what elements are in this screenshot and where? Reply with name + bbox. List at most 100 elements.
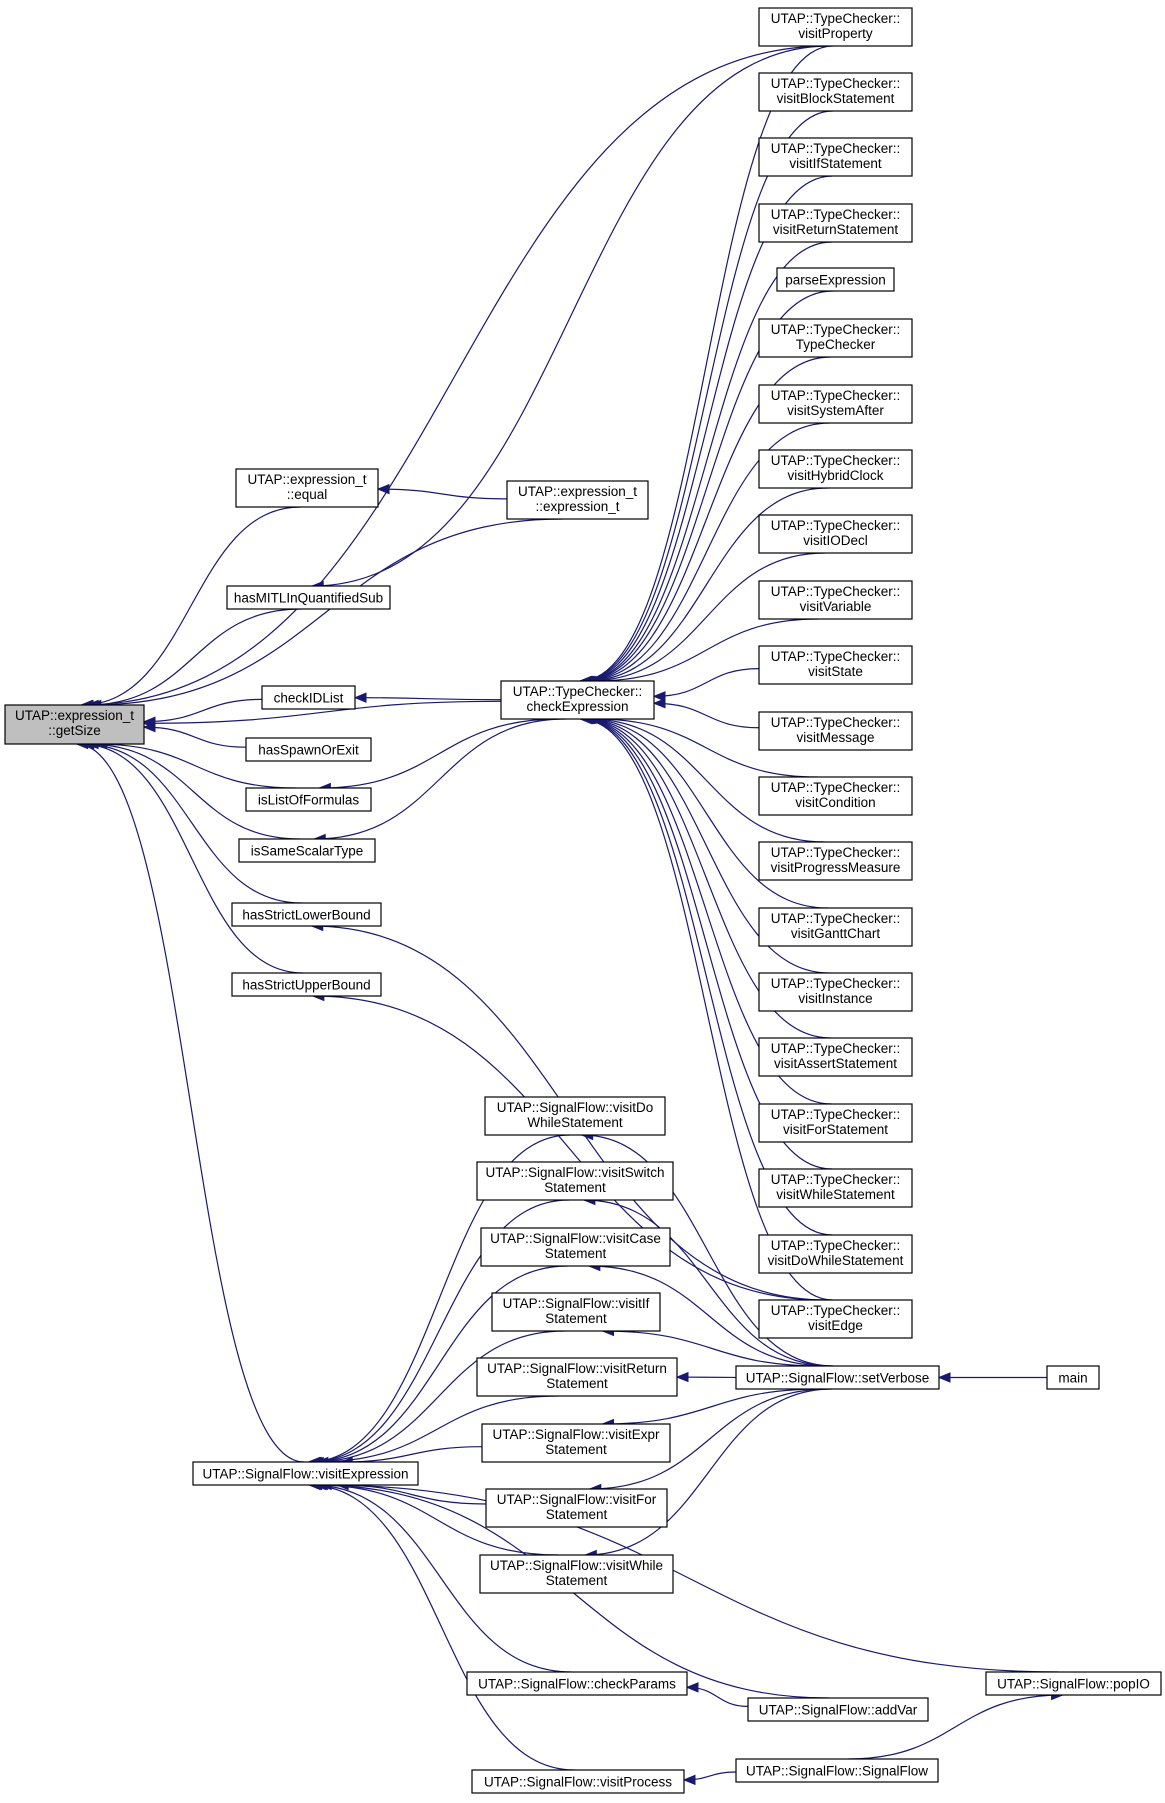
- node-box[interactable]: [235, 468, 379, 508]
- node-sf_addVar[interactable]: UTAP::SignalFlow::addVar: [747, 1697, 929, 1722]
- node-tc_visitInstance[interactable]: UTAP::TypeChecker::visitInstance: [758, 972, 913, 1012]
- node-box[interactable]: [758, 1168, 913, 1208]
- node-box[interactable]: [238, 838, 376, 863]
- node-label: visitGanttChart: [791, 926, 881, 941]
- node-box[interactable]: [758, 1234, 913, 1274]
- node-box[interactable]: [245, 787, 372, 812]
- node-box[interactable]: [758, 776, 913, 816]
- node-tc_visitProperty[interactable]: UTAP::TypeChecker::visitProperty: [758, 7, 913, 47]
- node-sf_visitReturn[interactable]: UTAP::SignalFlow::visitReturnStatement: [476, 1357, 678, 1397]
- node-tc_visitIfStatement[interactable]: UTAP::TypeChecker::visitIfStatement: [758, 137, 913, 177]
- node-box[interactable]: [758, 1299, 913, 1339]
- node-box[interactable]: [485, 1488, 668, 1528]
- node-box[interactable]: [758, 318, 913, 358]
- node-tc_TypeChecker[interactable]: UTAP::TypeChecker::TypeChecker: [758, 318, 913, 358]
- node-box[interactable]: [758, 384, 913, 424]
- node-sf_visitProcess[interactable]: UTAP::SignalFlow::visitProcess: [471, 1769, 685, 1794]
- node-box[interactable]: [758, 972, 913, 1012]
- node-box[interactable]: [500, 680, 655, 720]
- node-equal[interactable]: UTAP::expression_t::equal: [235, 468, 379, 508]
- node-sf_checkParams[interactable]: UTAP::SignalFlow::checkParams: [466, 1671, 688, 1696]
- node-box[interactable]: [4, 704, 145, 745]
- node-box[interactable]: [1046, 1365, 1100, 1390]
- node-tc_visitGanttChart[interactable]: UTAP::TypeChecker::visitGanttChart: [758, 907, 913, 947]
- node-tc_visitForStatement[interactable]: UTAP::TypeChecker::visitForStatement: [758, 1103, 913, 1143]
- node-box[interactable]: [758, 1037, 913, 1077]
- node-box[interactable]: [776, 267, 895, 292]
- node-box[interactable]: [758, 645, 913, 685]
- node-box[interactable]: [231, 902, 382, 927]
- node-tc_visitVariable[interactable]: UTAP::TypeChecker::visitVariable: [758, 580, 913, 620]
- node-box[interactable]: [758, 72, 913, 112]
- node-tc_visitState[interactable]: UTAP::TypeChecker::visitState: [758, 645, 913, 685]
- node-main[interactable]: main: [1046, 1365, 1100, 1390]
- node-hasMITL[interactable]: hasMITLInQuantifiedSub: [226, 585, 391, 610]
- node-hasSpawnOrExit[interactable]: hasSpawnOrExit: [245, 737, 372, 762]
- node-tc_visitCondition[interactable]: UTAP::TypeChecker::visitCondition: [758, 776, 913, 816]
- node-box[interactable]: [758, 7, 913, 47]
- node-box[interactable]: [985, 1671, 1162, 1696]
- node-tc_visitEdge[interactable]: UTAP::TypeChecker::visitEdge: [758, 1299, 913, 1339]
- node-box[interactable]: [758, 1103, 913, 1143]
- node-parseExpression[interactable]: parseExpression: [776, 267, 895, 292]
- node-isSameScalarType[interactable]: isSameScalarType: [238, 838, 376, 863]
- node-box[interactable]: [476, 1161, 674, 1201]
- node-box[interactable]: [758, 711, 913, 751]
- node-tc_visitSystemAfter[interactable]: UTAP::TypeChecker::visitSystemAfter: [758, 384, 913, 424]
- node-box[interactable]: [245, 737, 372, 762]
- node-box[interactable]: [758, 580, 913, 620]
- node-box[interactable]: [479, 1554, 674, 1594]
- node-box[interactable]: [506, 480, 649, 520]
- node-box[interactable]: [758, 203, 913, 243]
- node-sf_visitWhile[interactable]: UTAP::SignalFlow::visitWhileStatement: [479, 1554, 674, 1594]
- node-tc_visitBlockStatement[interactable]: UTAP::TypeChecker::visitBlockStatement: [758, 72, 913, 112]
- node-sf_popIO[interactable]: UTAP::SignalFlow::popIO: [985, 1671, 1162, 1696]
- node-sf_visitExpression[interactable]: UTAP::SignalFlow::visitExpression: [192, 1461, 419, 1486]
- node-box[interactable]: [192, 1461, 419, 1486]
- node-tc_visitMessage[interactable]: UTAP::TypeChecker::visitMessage: [758, 711, 913, 751]
- node-getSize[interactable]: UTAP::expression_t::getSize: [4, 704, 145, 745]
- node-box[interactable]: [735, 1758, 939, 1783]
- node-box[interactable]: [226, 585, 391, 610]
- node-tc_visitWhileStatement[interactable]: UTAP::TypeChecker::visitWhileStatement: [758, 1168, 913, 1208]
- node-box[interactable]: [758, 907, 913, 947]
- node-box[interactable]: [231, 972, 382, 997]
- node-tc_visitReturnStatement[interactable]: UTAP::TypeChecker::visitReturnStatement: [758, 203, 913, 243]
- node-sf_visitFor[interactable]: UTAP::SignalFlow::visitForStatement: [485, 1488, 668, 1528]
- node-hasStrictLowerBound[interactable]: hasStrictLowerBound: [231, 902, 382, 927]
- node-tc_visitDoWhileStatement[interactable]: UTAP::TypeChecker::visitDoWhileStatement: [758, 1234, 913, 1274]
- node-box[interactable]: [758, 137, 913, 177]
- node-tc_visitHybridClock[interactable]: UTAP::TypeChecker::visitHybridClock: [758, 449, 913, 489]
- node-box[interactable]: [484, 1096, 666, 1136]
- node-tc_visitIODecl[interactable]: UTAP::TypeChecker::visitIODecl: [758, 514, 913, 554]
- node-box[interactable]: [471, 1769, 685, 1794]
- node-sf_visitDoWhile[interactable]: UTAP::SignalFlow::visitDoWhileStatement: [484, 1096, 666, 1136]
- node-sf_setVerbose[interactable]: UTAP::SignalFlow::setVerbose: [735, 1365, 940, 1390]
- node-checkExpression[interactable]: UTAP::TypeChecker::checkExpression: [500, 680, 655, 720]
- node-box[interactable]: [261, 685, 356, 710]
- node-box[interactable]: [466, 1671, 688, 1696]
- node-box[interactable]: [476, 1357, 678, 1397]
- node-expression_t_ctor[interactable]: UTAP::expression_t::expression_t: [506, 480, 649, 520]
- node-box[interactable]: [758, 514, 913, 554]
- node-box[interactable]: [747, 1697, 929, 1722]
- node-sf_visitIf[interactable]: UTAP::SignalFlow::visitIfStatement: [491, 1292, 661, 1332]
- node-tc_visitAssertStatement[interactable]: UTAP::TypeChecker::visitAssertStatement: [758, 1037, 913, 1077]
- node-label: visitAssertStatement: [774, 1056, 897, 1071]
- node-box[interactable]: [758, 841, 913, 881]
- node-isListOfFormulas[interactable]: isListOfFormulas: [245, 787, 372, 812]
- edge-line: [143, 726, 247, 748]
- node-box[interactable]: [481, 1423, 671, 1463]
- node-hasStrictUpperBound[interactable]: hasStrictUpperBound: [231, 972, 382, 997]
- node-sf_SignalFlow[interactable]: UTAP::SignalFlow::SignalFlow: [735, 1758, 939, 1783]
- node-checkIDList[interactable]: checkIDList: [261, 685, 356, 710]
- node-box[interactable]: [758, 449, 913, 489]
- node-box[interactable]: [480, 1227, 671, 1267]
- node-box[interactable]: [735, 1365, 940, 1390]
- node-tc_visitProgressMeasure[interactable]: UTAP::TypeChecker::visitProgressMeasure: [758, 841, 913, 881]
- node-box[interactable]: [491, 1292, 661, 1332]
